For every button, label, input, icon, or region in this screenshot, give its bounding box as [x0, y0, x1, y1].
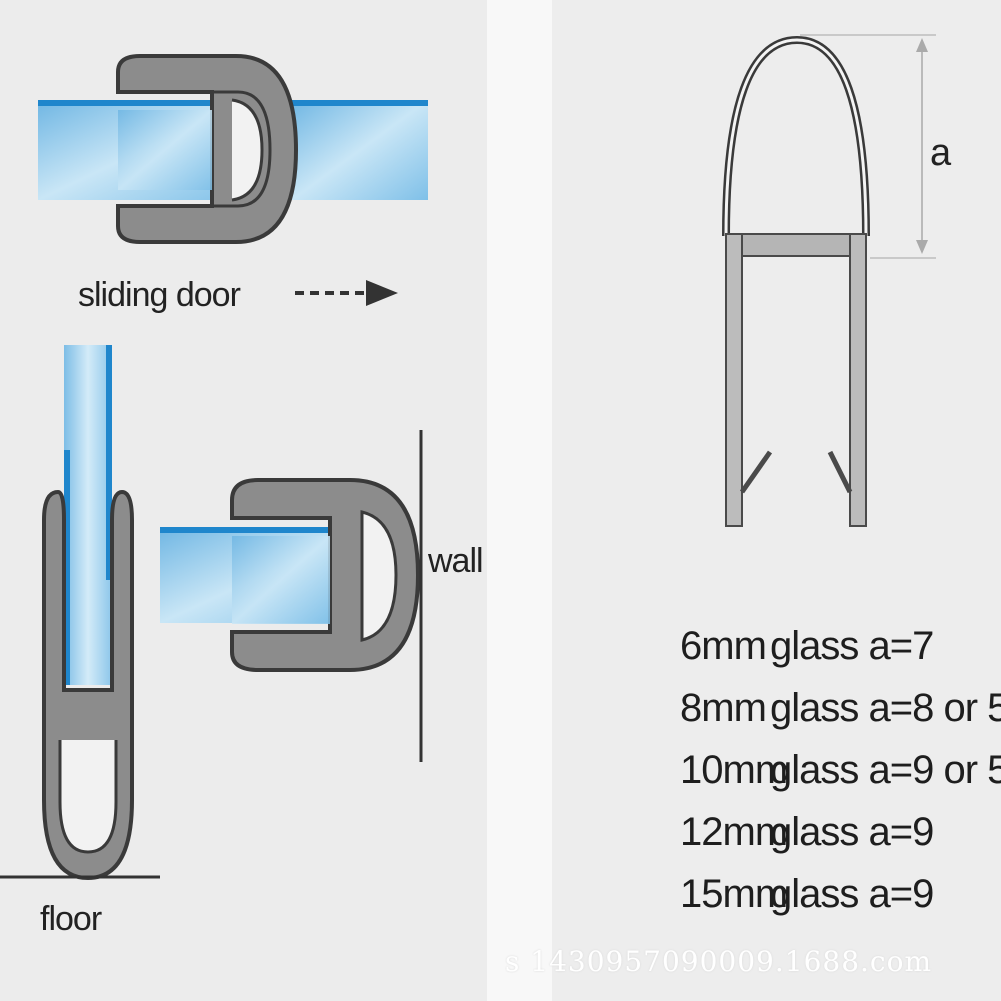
- seal-profile-cross-section: [722, 34, 936, 527]
- spec-row: 15mmglass a=9: [680, 872, 934, 917]
- floor-label: floor: [40, 900, 102, 938]
- wall-seal: [160, 430, 423, 762]
- panel-divider: [487, 0, 552, 1001]
- glass-thickness: 10mm: [680, 748, 788, 792]
- watermark: s 1430957090009.1688.com: [505, 945, 933, 978]
- glass-thickness: 8mm: [680, 686, 767, 730]
- glass-thickness: 15mm: [680, 872, 788, 916]
- direction-arrow-icon: [295, 280, 398, 306]
- dimension-label: a: [930, 132, 951, 174]
- spec-row: 12mmglass a=9: [680, 810, 934, 855]
- glass-thickness: 12mm: [680, 810, 788, 854]
- right-profile-panel: [552, 0, 1001, 1001]
- seal-dimension: glass a=9 or 5: [770, 748, 1001, 792]
- glass-pane-right: [292, 100, 428, 200]
- spec-row: 10mmglass a=9 or 5: [680, 748, 1001, 793]
- floor-seal: [0, 345, 160, 881]
- seal-dimension: glass a=9: [770, 810, 934, 854]
- seal-dimension: glass a=9: [770, 872, 934, 916]
- seal-dimension: glass a=8 or 5: [770, 686, 1001, 730]
- glass-thickness: 6mm: [680, 624, 767, 668]
- seal-dimension: glass a=7: [770, 624, 934, 668]
- wall-label: wall: [428, 542, 484, 580]
- sliding-door-seal: [38, 54, 428, 244]
- glass-pane-vertical: [64, 345, 112, 685]
- sliding-door-label: sliding door: [78, 276, 241, 314]
- seal-body: [116, 54, 299, 244]
